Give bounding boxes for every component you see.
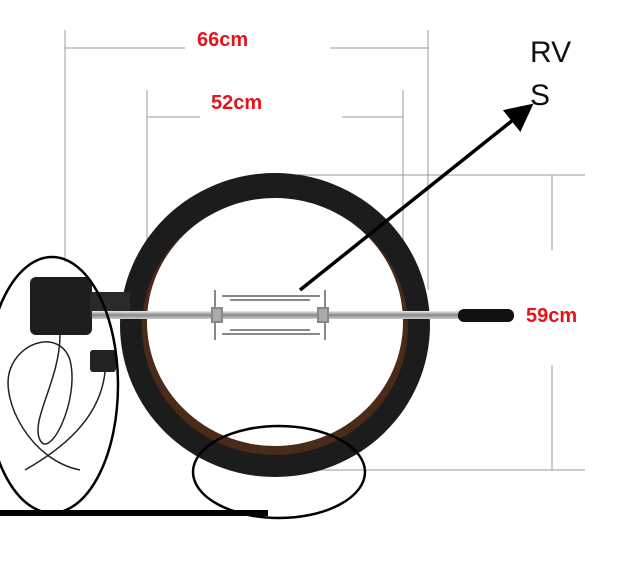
outer-width-label: 66cm — [197, 29, 249, 51]
rod-handle — [458, 309, 514, 322]
base-highlight-ellipse — [191, 424, 367, 520]
annotation-line2: S — [530, 79, 551, 112]
dimension-lines — [64, 30, 585, 471]
inner-width-label: 52cm — [211, 92, 263, 114]
annotation-line1: RV — [530, 36, 572, 69]
ring — [120, 173, 430, 477]
height-label: 59cm — [526, 305, 578, 327]
arrow — [298, 103, 534, 292]
motor — [7, 277, 130, 471]
forks — [211, 290, 329, 340]
spit-rod — [92, 311, 462, 319]
